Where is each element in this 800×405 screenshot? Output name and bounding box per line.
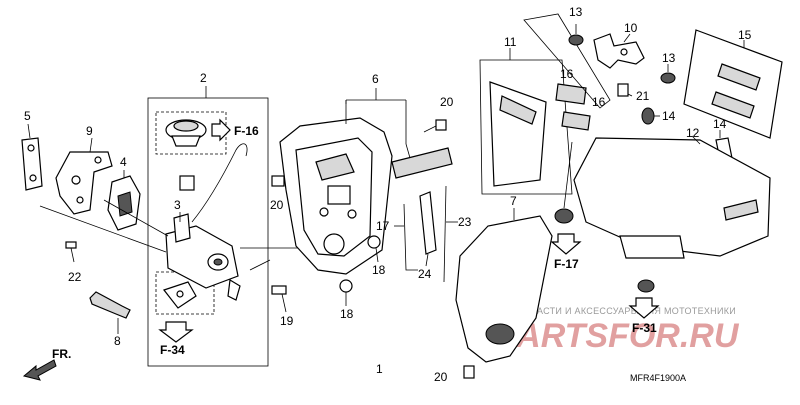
callout-2: 2 [200,71,207,85]
part-20-bolt-a [423,119,447,133]
callout-21: 21 [636,89,650,103]
callout-17: 17 [376,219,390,233]
part-1-strip [391,147,453,179]
part-16-label-b [561,111,591,131]
group-box-10 [523,13,611,109]
callout-13-b: 13 [662,51,676,65]
ref-f16: F-16 [234,124,259,138]
callout-4: 4 [120,155,127,169]
arrow-f31 [628,297,660,319]
callout-6: 6 [372,72,379,86]
part-15-sticker-sheet [683,29,783,139]
f16-cap [165,119,207,147]
callout-numbers: 1 2 3 4 5 6 7 8 9 10 11 12 13 13 14 14 1… [24,5,752,384]
group-box-11 [479,59,573,195]
part-14-grommet-a [641,107,655,125]
front-marker-label: FR. [52,347,71,361]
callout-12: 12 [686,126,700,140]
callout-9: 9 [86,124,93,138]
arrow-f16 [211,118,231,142]
part-23-pin [443,185,447,283]
callout-19: 19 [280,314,294,328]
part-7-side-cover [455,215,553,363]
part-5-bracket [21,137,43,191]
front-marker: FR. [22,347,71,381]
part-17-rod [403,203,418,271]
callout-22: 22 [68,270,82,284]
part-22-bolt [65,241,77,263]
callout-1: 1 [376,362,383,376]
part-13-grommet-b [660,72,676,84]
part-20-bolt-b [271,175,285,187]
part-18-bolt-a [367,235,381,263]
callout-23: 23 [458,215,472,229]
watermark-logo: PARTSFOR.RU [496,317,740,355]
part-19-bolt [271,285,287,313]
part-12-side-cover [573,137,771,259]
part-4-cover [107,175,141,231]
f34-clip [163,281,197,309]
callout-15: 15 [738,28,752,42]
part-20-bolt-c [463,365,475,379]
part-6-housing [279,117,393,275]
ref-f34: F-34 [160,343,185,357]
callout-20-a: 20 [440,95,454,109]
ref-f17: F-17 [554,257,579,271]
drawing-code: MFR4F1900A [630,373,686,383]
callout-13-a: 13 [569,5,583,19]
callout-18-b: 18 [340,307,354,321]
ref-f31: F-31 [632,321,657,335]
part-11-panel [489,81,547,187]
part-9-bracket [55,151,113,215]
group-box-2 [147,97,269,367]
part-18-bolt-b [339,279,353,306]
watermark-subtitle: ЗАПЧАСТИ И АКСЕССУАРЫ ДЛЯ МОТОТЕХНИКИ [512,306,736,316]
part-16-label-a [555,83,587,105]
callout-14-b: 14 [713,117,727,131]
callout-8: 8 [114,334,121,348]
callout-16-a: 16 [560,67,574,81]
part-8-key [89,291,131,319]
callout-11: 11 [504,35,517,49]
arrow-f17 [550,233,582,255]
callout-20-b: 20 [270,198,284,212]
callout-3: 3 [174,198,181,212]
callout-10: 10 [624,21,638,35]
callout-20-c: 20 [434,370,448,384]
callout-16-b: 16 [592,95,606,109]
callout-7: 7 [510,194,517,208]
part-24-tool [419,191,437,267]
part-21-bolt [617,83,629,97]
part-3-ignition-switch [165,143,248,301]
callout-5: 5 [24,109,31,123]
callout-14-a: 14 [662,109,676,123]
callout-18-a: 18 [372,263,386,277]
part-10-bracket [593,33,645,69]
arrow-f34 [158,321,194,343]
part-13-grommet-a [568,34,584,46]
f31-grommet [637,279,655,293]
part-12-grommet [554,208,574,224]
callout-24: 24 [418,267,432,281]
